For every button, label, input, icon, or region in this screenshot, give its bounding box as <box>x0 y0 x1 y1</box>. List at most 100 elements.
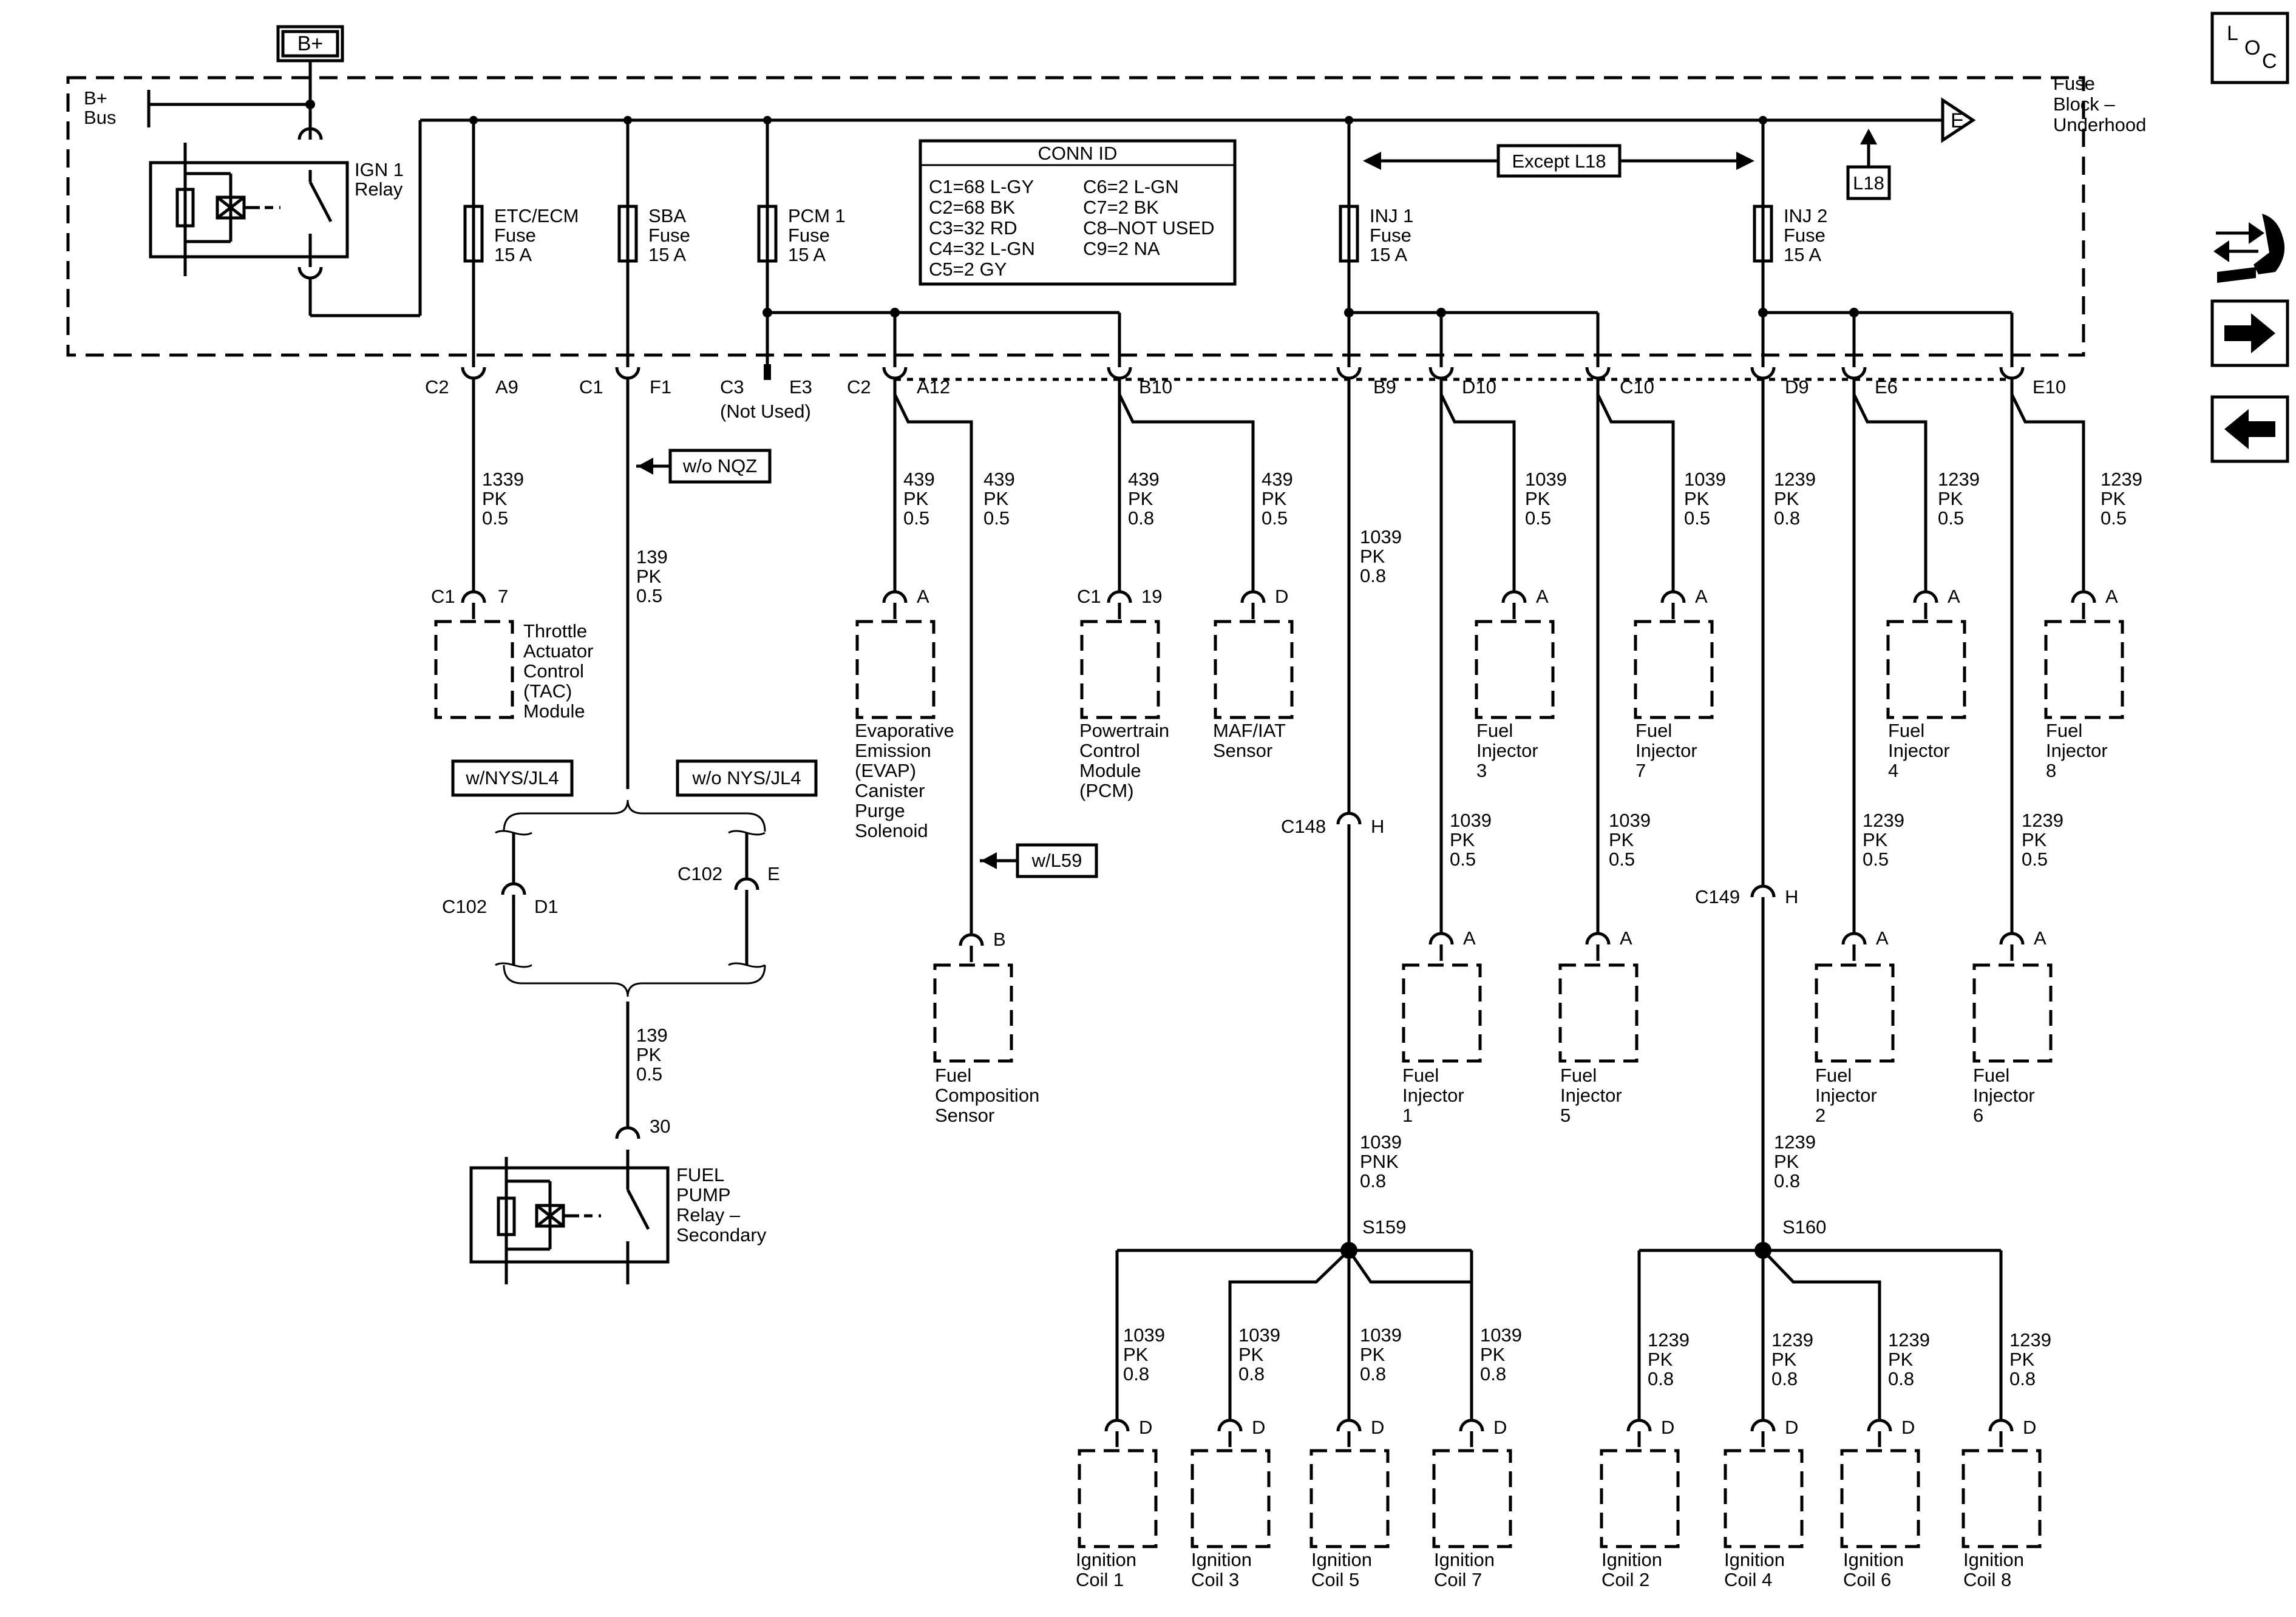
svg-text:C148: C148 <box>1281 816 1326 837</box>
fuel-injector-2 <box>1815 963 1895 1063</box>
arrow-right-icon[interactable] <box>2210 299 2289 367</box>
svg-text:D: D <box>2023 1417 2036 1438</box>
fuel-pump-relay <box>469 1150 670 1284</box>
battery-positive-box: B+ <box>276 25 344 63</box>
svg-text:A: A <box>1536 586 1549 607</box>
wrench-icon[interactable] <box>2213 214 2285 283</box>
svg-text:w/L59: w/L59 <box>1031 850 1082 871</box>
svg-text:19: 19 <box>1141 586 1162 607</box>
svg-text:D: D <box>1493 1417 1507 1438</box>
svg-text:C10: C10 <box>1620 376 1654 398</box>
svg-text:D: D <box>1275 586 1288 607</box>
w-nys-option: w/NYS/JL4 <box>451 759 574 797</box>
ign1-relay <box>149 127 349 316</box>
w-l59-indicator: w/L59 <box>980 843 1098 878</box>
svg-text:E10: E10 <box>2033 376 2066 398</box>
loc-button[interactable]: L O C <box>2210 12 2289 84</box>
fuel-injector-3 <box>1475 620 1555 719</box>
svg-text:B+: B+ <box>297 32 324 55</box>
svg-text:B9: B9 <box>1373 376 1396 398</box>
fuel-injector-4 <box>1886 620 1966 719</box>
fuel-injector-6 <box>1972 963 2053 1063</box>
l18-indicator: L18 <box>1846 129 1891 200</box>
fuel-injector-7 <box>1634 620 1714 719</box>
svg-text:D: D <box>1139 1417 1152 1438</box>
ign1-relay-label: IGN 1 Relay <box>355 159 409 200</box>
svg-text:A: A <box>917 586 929 607</box>
arrow-left-icon[interactable] <box>2210 395 2289 463</box>
svg-text:C1: C1 <box>579 376 603 398</box>
svg-text:A: A <box>1948 586 1960 607</box>
svg-text:F1: F1 <box>650 376 671 398</box>
tac-module <box>434 620 514 719</box>
wo-nys-option: w/o NYS/JL4 <box>676 759 818 797</box>
fuse-block-border <box>66 76 2085 357</box>
svg-text:E: E <box>767 863 780 884</box>
wo-nqz-indicator: w/o NQZ <box>636 449 772 484</box>
svg-text:C2: C2 <box>425 376 449 398</box>
svg-text:C3: C3 <box>720 376 744 398</box>
svg-text:D1: D1 <box>534 896 559 917</box>
svg-text:D: D <box>1901 1417 1915 1438</box>
svg-text:H: H <box>1785 886 1798 907</box>
svg-text:D: D <box>1252 1417 1265 1438</box>
svg-text:B10: B10 <box>1139 376 1172 398</box>
svg-text:A: A <box>1463 927 1476 949</box>
svg-text:(Not Used): (Not Used) <box>720 401 811 422</box>
svg-text:C102: C102 <box>678 863 722 884</box>
bplus-bus-label: B+ Bus <box>84 87 116 128</box>
svg-text:C: C <box>2262 50 2277 73</box>
svg-text:A: A <box>1695 586 1708 607</box>
maf-iat-sensor <box>1214 620 1294 719</box>
svg-text:C2: C2 <box>847 376 871 398</box>
svg-text:A: A <box>1620 927 1632 949</box>
svg-text:A: A <box>1876 927 1889 949</box>
svg-text:w/NYS/JL4: w/NYS/JL4 <box>465 767 559 788</box>
svg-text:C102: C102 <box>442 896 487 917</box>
svg-text:H: H <box>1371 816 1384 837</box>
